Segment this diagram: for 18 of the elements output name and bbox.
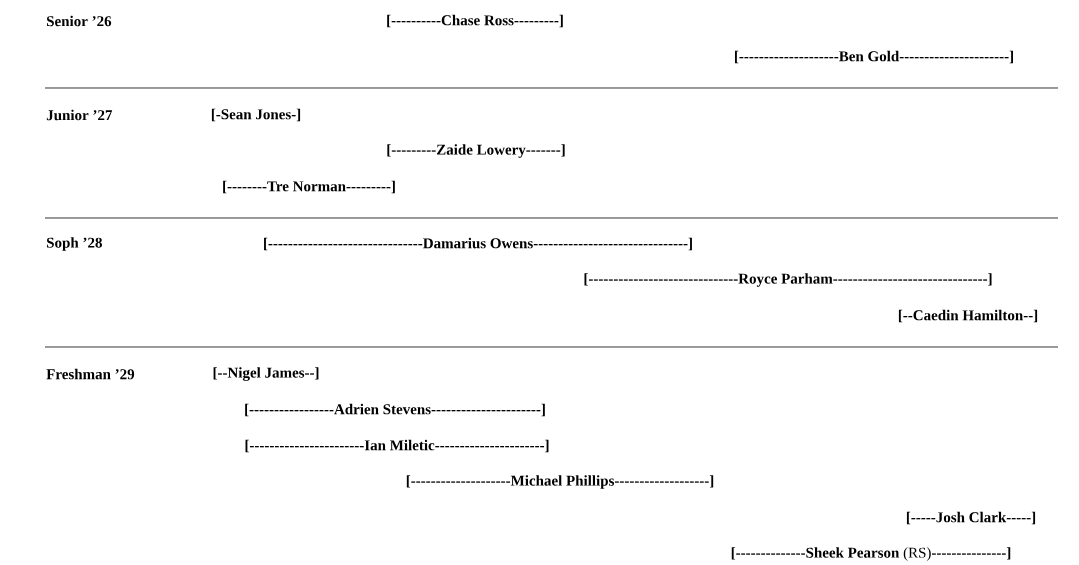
player-span-label: [--Caedin Hamilton--] (898, 309, 1038, 323)
class-label: Senior ’26 (47, 15, 112, 27)
class-label: Junior ’27 (46, 109, 113, 121)
player-span-label: [--------------Sheek Pearson (RS)---------------] (731, 547, 1011, 561)
player-span-label: [-----------------------Ian Miletic----------------------] (245, 439, 549, 453)
player-span-label: [----------Chase Ross---------] (387, 14, 563, 28)
class-label: Soph ’28 (47, 237, 102, 251)
player-span-label: [---------Zaide Lowery-------] (387, 144, 565, 158)
player-span-label: [------------------------------Royce Parham-------------------------------] (584, 273, 992, 287)
player-span-label: [-----------------Adrien Stevens----------------------] (245, 403, 545, 417)
player-span-label: [--------------------Michael Phillips-------------------] (406, 475, 714, 489)
player-span-label: [--------Tre Norman---------] (223, 180, 395, 194)
player-span-label: [-----Josh Clark-----] (906, 511, 1036, 525)
player-span-label: [--------------------Ben Gold----------------------] (735, 50, 1013, 64)
player-span-label: [-Sean Jones-] (211, 108, 301, 122)
player-span-label: [--Nigel James--] (213, 367, 319, 381)
player-span-label: [-------------------------------Damarius Owens-------------------------------] (264, 237, 692, 251)
class-label: Freshman ’29 (46, 368, 135, 380)
